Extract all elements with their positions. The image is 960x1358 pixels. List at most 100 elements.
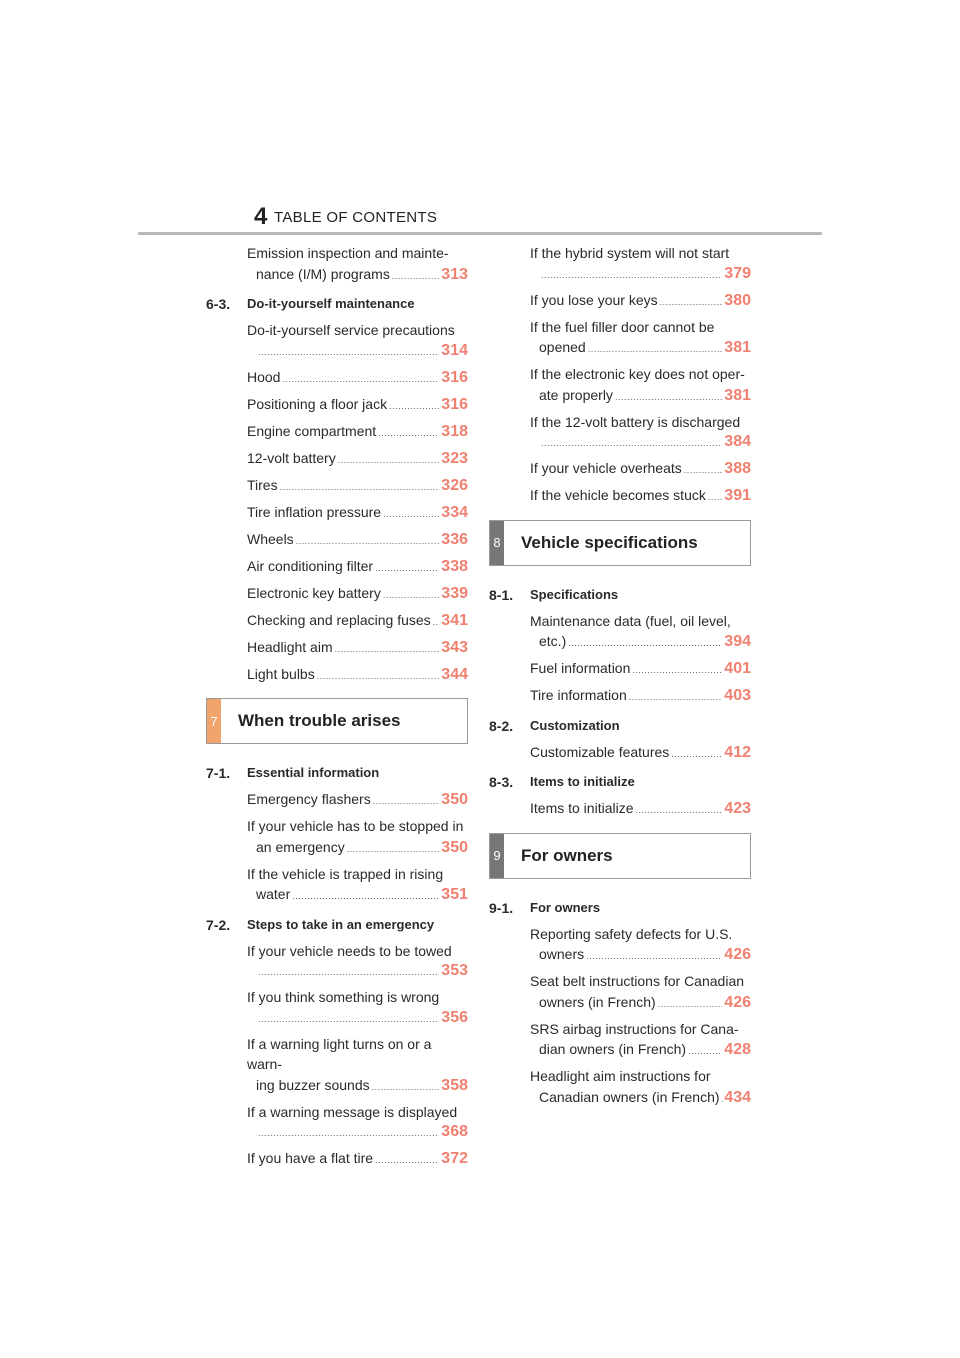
toc-entry[interactable]: Emission inspection and mainte-nance (I/… bbox=[206, 243, 468, 286]
dot-leader bbox=[375, 558, 439, 579]
toc-page-link[interactable]: 379 bbox=[724, 264, 751, 282]
toc-entry-title: If the vehicle is trapped in rising bbox=[247, 865, 444, 882]
toc-page-link[interactable]: 351 bbox=[441, 886, 468, 903]
toc-page-link[interactable]: 338 bbox=[441, 557, 468, 575]
toc-page-link[interactable]: 403 bbox=[724, 687, 751, 704]
toc-entry[interactable]: Do-it-yourself service precautions314 bbox=[206, 320, 468, 362]
toc-page-link[interactable]: 381 bbox=[724, 339, 751, 356]
toc-page-link[interactable]: 426 bbox=[724, 946, 751, 963]
dot-leader bbox=[588, 339, 723, 360]
toc-page-link[interactable]: 313 bbox=[441, 265, 468, 283]
toc-page-link[interactable]: 350 bbox=[441, 791, 468, 808]
toc-entry[interactable]: Headlight aim343 bbox=[206, 637, 468, 660]
toc-entry[interactable]: Hood316 bbox=[206, 367, 468, 390]
toc-entry-title: Maintenance data (fuel, oil level, bbox=[530, 612, 731, 629]
toc-entry-title-continued: Items to initialize bbox=[530, 800, 634, 816]
toc-page-link[interactable]: 388 bbox=[724, 460, 751, 477]
toc-entry[interactable]: Positioning a floor jack316 bbox=[206, 394, 468, 417]
toc-entry[interactable]: If you lose your keys380 bbox=[489, 290, 751, 313]
toc-entry-title: If a warning message is displayed bbox=[247, 1103, 458, 1120]
toc-entry[interactable]: Reporting safety defects for U.S.owners4… bbox=[489, 924, 751, 967]
toc-entry[interactable]: If the fuel filler door cannot beopened3… bbox=[489, 317, 751, 360]
toc-page-link[interactable]: 350 bbox=[441, 838, 468, 856]
toc-entry[interactable]: Air conditioning filter338 bbox=[206, 556, 468, 579]
dot-leader bbox=[541, 265, 722, 286]
toc-page-link[interactable]: 380 bbox=[724, 291, 751, 309]
toc-entry[interactable]: Engine compartment318 bbox=[206, 421, 468, 444]
toc-entry[interactable]: If a warning light turns on or a warn-in… bbox=[206, 1034, 468, 1098]
toc-page-link[interactable]: 341 bbox=[441, 611, 468, 629]
toc-page-link[interactable]: 423 bbox=[724, 800, 751, 817]
toc-entry[interactable]: Light bulbs344 bbox=[206, 664, 468, 687]
toc-page-link[interactable]: 353 bbox=[441, 962, 468, 979]
toc-entry[interactable]: Items to initialize 423 bbox=[489, 798, 751, 821]
toc-page-link[interactable]: 336 bbox=[441, 530, 468, 548]
chapter-title: Vehicle specifications bbox=[521, 532, 698, 552]
toc-entry-leader-line: Customizable features412 bbox=[530, 742, 751, 765]
toc-entry[interactable]: If the 12-volt battery is discharged384 bbox=[489, 412, 751, 454]
toc-page-link[interactable]: 316 bbox=[441, 368, 468, 386]
toc-page-link[interactable]: 323 bbox=[441, 449, 468, 467]
toc-entry[interactable]: SRS airbag instructions for Cana-dian ow… bbox=[489, 1019, 751, 1062]
toc-entry[interactable]: 12-volt battery323 bbox=[206, 448, 468, 471]
toc-entry[interactable]: Maintenance data (fuel, oil level, etc.) 3… bbox=[489, 611, 751, 654]
toc-page-link[interactable]: 434 bbox=[724, 1088, 751, 1106]
toc-entry-title-continued: an emergency bbox=[256, 838, 345, 855]
toc-page-link[interactable]: 343 bbox=[441, 638, 468, 656]
toc-entry[interactable]: Tire information403 bbox=[489, 685, 751, 708]
section-heading: 8-1.Specifications bbox=[489, 586, 751, 604]
toc-page-link[interactable]: 381 bbox=[724, 386, 751, 404]
toc-page-link[interactable]: 384 bbox=[724, 433, 751, 450]
toc-entry[interactable]: Wheels336 bbox=[206, 529, 468, 552]
toc-entry[interactable]: If the electronic key does not oper-ate … bbox=[489, 364, 751, 407]
toc-entry[interactable]: Emergency flashers350 bbox=[206, 789, 468, 812]
toc-page-link[interactable]: 412 bbox=[724, 743, 751, 761]
toc-page-link[interactable]: 356 bbox=[441, 1008, 468, 1026]
toc-page-link[interactable]: 391 bbox=[724, 487, 751, 504]
toc-entry-title-continued: nance (I/M) programs bbox=[256, 265, 390, 282]
toc-entry-title: Reporting safety defects for U.S. bbox=[530, 925, 733, 942]
toc-entry-title-continued: etc.) bbox=[539, 633, 567, 649]
toc-entry-leader-line: ate properly381 bbox=[530, 385, 751, 408]
chapter-title: When trouble arises bbox=[238, 711, 401, 730]
toc-entry[interactable]: Fuel information401 bbox=[489, 658, 751, 681]
toc-page-link[interactable]: 426 bbox=[724, 993, 751, 1011]
toc-page-link[interactable]: 394 bbox=[724, 633, 751, 650]
toc-page-link[interactable]: 358 bbox=[441, 1076, 468, 1094]
toc-page-link[interactable]: 326 bbox=[441, 476, 468, 494]
toc-entry[interactable]: If you have a flat tire372 bbox=[206, 1148, 468, 1171]
toc-entry[interactable]: Checking and replacing fuses341 bbox=[206, 610, 468, 633]
toc-page-link[interactable]: 368 bbox=[441, 1123, 468, 1140]
toc-page-link[interactable]: 344 bbox=[441, 665, 468, 683]
toc-entry[interactable]: Tire inflation pressure334 bbox=[206, 502, 468, 525]
dot-leader bbox=[586, 946, 722, 967]
section-heading: 7-2.Steps to take in an emergency bbox=[206, 916, 468, 934]
toc-entry[interactable]: Tires326 bbox=[206, 475, 468, 498]
section-name: Specifications bbox=[530, 586, 619, 602]
toc-entry-leader-line: If the vehicle becomes stuck391 bbox=[530, 485, 751, 508]
toc-page-link[interactable]: 401 bbox=[724, 660, 751, 677]
toc-entry[interactable]: If the hybrid system will not start379 bbox=[489, 243, 751, 285]
toc-entry[interactable]: If your vehicle needs to be towed353 bbox=[206, 941, 468, 983]
toc-page-link[interactable]: 334 bbox=[441, 503, 468, 521]
toc-page-link[interactable]: 339 bbox=[441, 584, 468, 602]
toc-page-link[interactable]: 314 bbox=[441, 341, 468, 359]
toc-entry[interactable]: Electronic key battery339 bbox=[206, 583, 468, 606]
toc-entry[interactable]: If you think something is wrong356 bbox=[206, 987, 468, 1029]
toc-page-link[interactable]: 318 bbox=[441, 422, 468, 440]
toc-page-link[interactable]: 428 bbox=[724, 1041, 751, 1058]
toc-entry[interactable]: If your vehicle overheats388 bbox=[489, 458, 751, 481]
toc-entry[interactable]: If a warning message is displayed 368 bbox=[206, 1102, 468, 1144]
toc-entry[interactable]: If the vehicle becomes stuck391 bbox=[489, 485, 751, 508]
toc-entry[interactable]: Customizable features412 bbox=[489, 742, 751, 765]
toc-page-link[interactable]: 316 bbox=[441, 395, 468, 413]
dot-leader bbox=[632, 660, 722, 681]
toc-page-link[interactable]: 372 bbox=[441, 1150, 468, 1167]
